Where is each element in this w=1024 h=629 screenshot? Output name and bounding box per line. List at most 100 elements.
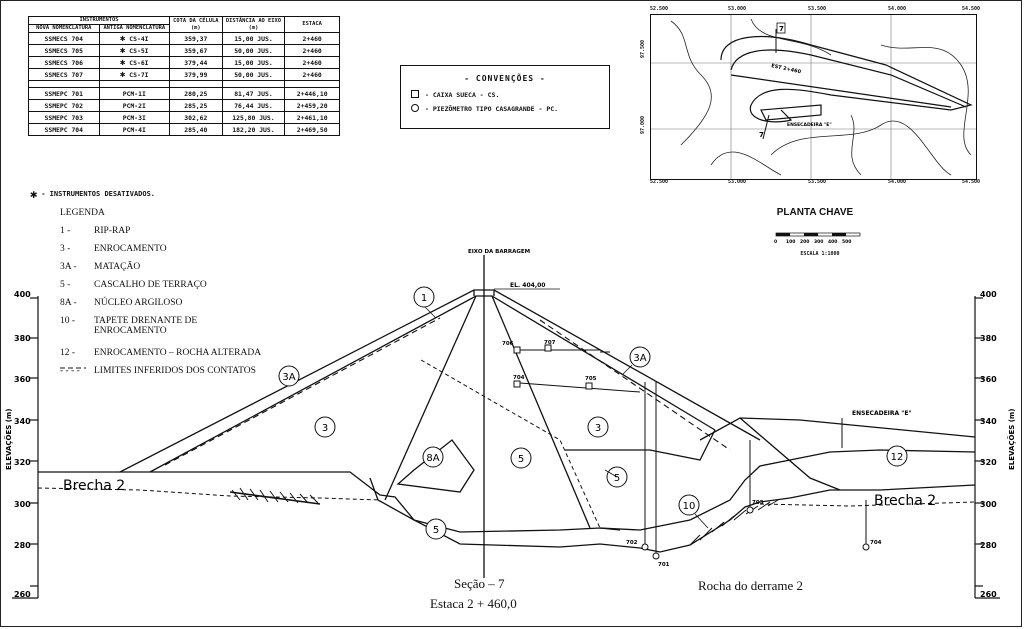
zone-markers [278, 286, 908, 540]
legend-item: - - - - LIMITES INFERIDOS DOS CONTATOS [60, 366, 284, 376]
cell-dist: 50,00 JUS. [221, 68, 286, 81]
cell-new: SSMEPC 704 [28, 123, 100, 136]
coord-bottom: 52.500 [650, 179, 669, 185]
scale-tick: 0 [774, 239, 777, 245]
legend-text: ENROCAMENTO [94, 244, 167, 254]
zone-marker [678, 494, 700, 516]
square-icon [411, 90, 419, 98]
scale-tick: 400 [828, 239, 837, 245]
coord-top: 53.000 [728, 6, 747, 12]
zone-label: 3 [595, 423, 601, 434]
ensecadeira-label: ENSECADEIRA "E" [852, 410, 912, 417]
zone-label: 3 [322, 423, 328, 434]
legend-code: 8A - [60, 298, 77, 308]
table-row: SSMECS 707 ✱ CS-7I 379,99 50,00 JUS. 2+4… [28, 68, 340, 81]
instrument-label: 707 [544, 340, 556, 346]
zone-marker [314, 416, 336, 438]
coord-bottom: 54.500 [962, 179, 981, 185]
brecha-right-label: Brecha 2 [874, 493, 936, 509]
convention-item: - CAIXA SUECA - CS. [411, 90, 499, 99]
cell-704-marker [513, 380, 521, 388]
zone-marker [425, 518, 447, 540]
tick-label-left: 280 [14, 541, 31, 550]
tick-label-right: 400 [980, 290, 997, 299]
zone-label: 3A [633, 353, 646, 364]
zone-label: 5 [433, 525, 439, 536]
legend-code: 3 - [60, 244, 71, 254]
piezometer-701-marker [652, 552, 660, 560]
legend-item: 10 -TAPETE DRENANTE DE ENROCAMENTO [60, 316, 214, 336]
cell-new: SSMECS 707 [28, 68, 100, 81]
foundation-lines [38, 471, 976, 553]
estaca-caption: Estaca 2 + 460,0 [430, 596, 517, 611]
legend-item: 3A -MATAÇÃO [60, 262, 284, 272]
scale-tick: 200 [800, 239, 809, 245]
instrument-label: 704 [870, 540, 882, 546]
legend-text: RIP-RAP [94, 226, 131, 236]
keyplan-section-label: 7 [779, 25, 784, 33]
piezometer-704-marker [862, 543, 870, 551]
table-row: SSMEPC 704 PCM-4I 285,40 182,20 JUS. 2+4… [28, 123, 340, 136]
dam-body [119, 289, 976, 533]
tick-label-left: 400 [14, 290, 31, 299]
legend-text: CASCALHO DE TERRAÇO [94, 280, 207, 290]
instrument-label: 701 [658, 562, 670, 568]
legend-item: 3 - ENROCAMENTO [60, 244, 284, 254]
scale-tick: 100 [786, 239, 795, 245]
cell-706-marker [513, 346, 521, 354]
table-row: SSMECS 705 ✱ CS-5I 359,67 50,00 JUS. 2+4… [28, 44, 340, 57]
tick-label-right: 260 [980, 590, 997, 599]
cell-705-marker [585, 382, 593, 390]
legend-text: NÚCLEO ARGILOSO [94, 298, 183, 308]
convention-item: - PIEZÔMETRO TIPO CASAGRANDE - PC. [411, 104, 558, 113]
tick-label-left: 340 [14, 417, 31, 426]
zone-label: 3A [282, 372, 295, 383]
cell-old-text: CS-7I [129, 70, 149, 79]
zone-leader [694, 513, 709, 529]
cell-old-text: CS-4I [129, 34, 149, 43]
legend-text: MATAÇÃO [94, 262, 141, 272]
table-row: SSMECS 706 ✱ CS-6I 379,44 15,00 JUS. 2+4… [28, 56, 340, 69]
star-icon: ✱ [120, 69, 126, 80]
legend-text: TAPETE DRENANTE DE ENROCAMENTO [94, 316, 198, 336]
convention-text: - CAIXA SUECA - CS. [425, 91, 500, 99]
coord-top: 54.500 [962, 6, 981, 12]
conventions-title: - CONVENÇÕES - [464, 74, 546, 83]
right-elevation-axis [974, 296, 1000, 599]
legend-text: LIMITES INFERIDOS DOS CONTATOS [94, 366, 256, 376]
star-icon: ✱ [120, 57, 126, 68]
coord-bottom: 54.000 [888, 179, 907, 185]
key-plan-map: 7 7 EST 2+460 ENSECADEIRA "E" [650, 14, 977, 180]
tick-label-right: 280 [980, 541, 997, 550]
table-row: SSMEPC 702 PCM-2I 285,25 76,44 JUS. 2+45… [28, 99, 340, 112]
cell-old-text: CS-5I [129, 46, 149, 55]
cell-707-marker [544, 344, 552, 352]
tick-label-left: 380 [14, 334, 31, 343]
crest-label: EL. 404,00 [510, 282, 545, 289]
brecha-left-label: Brecha 2 [63, 478, 125, 494]
zone-marker [278, 365, 300, 387]
cell-dist: 182,20 JUS. [221, 123, 286, 136]
legend-code: 12 - [60, 348, 76, 358]
legend-title: LEGENDA [60, 208, 105, 218]
zone-marker [413, 286, 435, 308]
circle-icon [411, 104, 419, 112]
cell-cota: 285,40 [169, 123, 223, 136]
zone-label: 5 [518, 454, 524, 465]
tick-label-right: 380 [980, 334, 997, 343]
scale-tick: 500 [842, 239, 851, 245]
coord-top: 54.000 [888, 6, 907, 12]
piezometer-703-marker [746, 506, 754, 514]
star-icon: ✱ [120, 45, 126, 56]
scale-bar: 0 100 200 300 400 500 [774, 232, 861, 245]
instrument-label: 705 [585, 376, 597, 382]
zone-label: 1 [421, 293, 427, 304]
left-elevation-axis [12, 296, 39, 599]
piezometer-702-marker [641, 543, 649, 551]
legend-code: - - - - [60, 366, 80, 376]
cell-estaca: 2+460 [284, 68, 340, 81]
zone-label: 8A [426, 453, 439, 464]
tick-label-left: 320 [14, 458, 31, 467]
